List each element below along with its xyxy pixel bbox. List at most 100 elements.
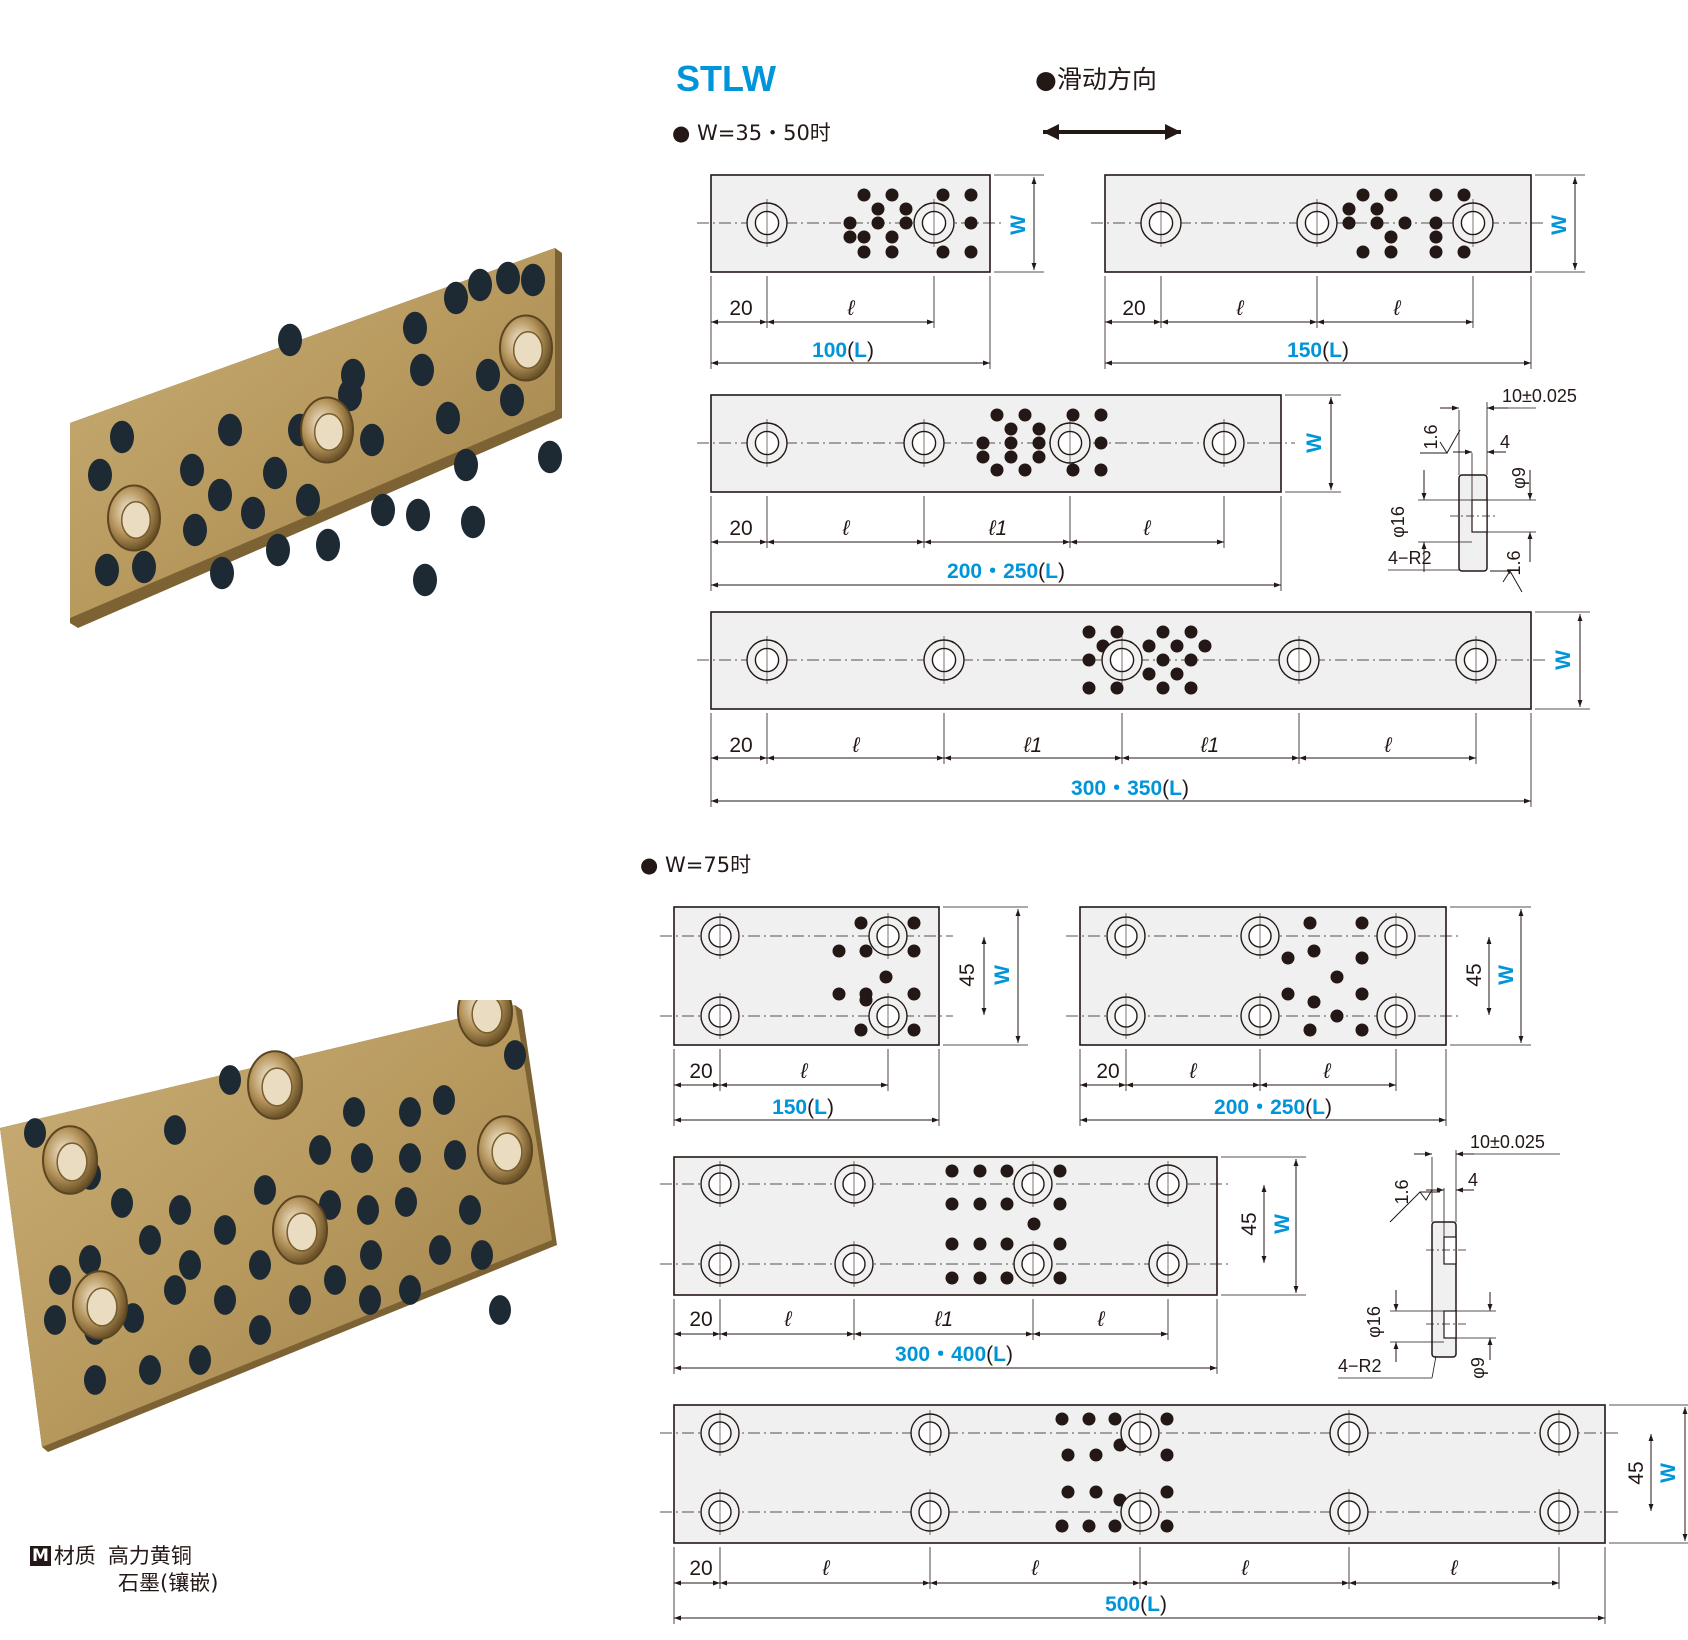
graphite-plug [843, 216, 857, 230]
graphite-plug [964, 188, 978, 202]
plate [1066, 906, 1531, 1126]
graphite-plug [1170, 667, 1184, 681]
graphite-plug [429, 1235, 451, 1265]
graphite-plug [1018, 408, 1032, 422]
mounting-hole-bore [491, 1132, 523, 1172]
graphite-plug [1160, 1448, 1174, 1462]
graphite-plug [179, 1250, 201, 1280]
material-badge: M [30, 1546, 51, 1566]
dim-pitch: ℓ [1323, 1060, 1332, 1083]
graphite-plug [1156, 625, 1170, 639]
graphite-plug [1156, 681, 1170, 695]
dim-edge: 20 [729, 517, 752, 540]
graphite-plug [1004, 422, 1018, 436]
graphite-plug [1160, 1485, 1174, 1499]
section-view-wide: 10±0.025 4 1.6 φ16 φ9 4−R2 [1338, 1132, 1560, 1379]
graphite-plug [289, 1285, 311, 1315]
graphite-plug [1089, 1485, 1103, 1499]
graphite-plug [1053, 1164, 1067, 1178]
graphite-plug [79, 1245, 101, 1275]
graphite-plug [1160, 1519, 1174, 1533]
graphite-plug [249, 1315, 271, 1345]
graphite-plug [1429, 245, 1443, 259]
graphite-plug [180, 453, 204, 487]
graphite-plug [309, 1135, 331, 1165]
graphite-plug [1355, 987, 1369, 1001]
graphite-plug [1000, 1271, 1014, 1285]
graphite-plug [945, 1164, 959, 1178]
graphite-plug [1004, 450, 1018, 464]
dim-pitch: ℓ [1384, 734, 1393, 757]
dim-pitch: ℓ [1450, 1557, 1459, 1580]
dim-pitch: ℓ [1393, 297, 1402, 320]
group2-heading: ● W=75时 [640, 853, 751, 877]
graphite-plug [403, 311, 427, 345]
graphite-plug [399, 1275, 421, 1305]
graphite-plug [1082, 653, 1096, 667]
graphite-plug [399, 1097, 421, 1127]
section-roughness: 1.6 [1421, 424, 1441, 449]
graphite-plug [371, 493, 395, 527]
dim-45: 45 [1625, 1461, 1648, 1484]
graphite-plug [461, 505, 485, 539]
graphite-plug [945, 1271, 959, 1285]
graphite-plug [990, 463, 1004, 477]
graphite-plug [468, 268, 492, 302]
graphite-plug [1082, 681, 1096, 695]
graphite-plug [973, 1237, 987, 1251]
graphite-plug [1184, 653, 1198, 667]
graphite-plug [1108, 1519, 1122, 1533]
graphite-plug [1355, 1023, 1369, 1037]
graphite-plug [976, 450, 990, 464]
graphite-plug [907, 916, 921, 930]
graphite-plug [1000, 1237, 1014, 1251]
mounting-hole-bore [120, 501, 152, 539]
group2-dimensions: 45 W 20 ℓ 150(L) 45 W 20 ℓ ℓ 200・250(L) … [689, 963, 1680, 1616]
graphite-plug [278, 323, 302, 357]
graphite-plug [24, 1118, 46, 1148]
graphite-plug [1342, 216, 1356, 230]
graphite-plug [319, 1190, 341, 1220]
dim-length: 200・250(L) [947, 560, 1065, 583]
graphite-plug [976, 436, 990, 450]
graphite-plug [1004, 436, 1018, 450]
graphite-plug [1184, 681, 1198, 695]
graphite-plug [1355, 916, 1369, 930]
graphite-plug [471, 1240, 493, 1270]
dim-edge: 20 [1122, 297, 1145, 320]
graphite-plug [1384, 245, 1398, 259]
dim-pitch: ℓ [784, 1308, 793, 1331]
section-tolerance: 10±0.025 [1502, 386, 1577, 406]
dim-pitch: ℓ [1143, 517, 1152, 540]
graphite-plug [1281, 987, 1295, 1001]
graphite-plug [1370, 202, 1384, 216]
graphite-plug [324, 1265, 346, 1295]
graphite-plug [210, 556, 234, 590]
graphite-plug [1384, 230, 1398, 244]
group1-heading: ● W=35・50时 [672, 121, 831, 145]
mounting-hole-bore [512, 331, 544, 369]
mounting-hole-bore [286, 1212, 318, 1252]
dim-edge: 20 [689, 1060, 712, 1083]
graphite-plug [296, 483, 320, 517]
dim-length: 300・350(L) [1071, 777, 1189, 800]
dim-w: W [1495, 965, 1518, 985]
mounting-holes [107, 314, 553, 552]
graphite-plug [1110, 625, 1124, 639]
graphite-plug [444, 281, 468, 315]
graphite-plug [1429, 216, 1443, 230]
graphite-plug [1027, 1217, 1041, 1231]
graphite-plug [1053, 1197, 1067, 1211]
dim-edge: 20 [729, 297, 752, 320]
graphite-plug [879, 970, 893, 984]
graphite-plug [857, 230, 871, 244]
graphite-plug [1089, 1448, 1103, 1462]
graphite-plug [183, 513, 207, 547]
graphite-plug [1061, 1485, 1075, 1499]
graphite-plug [936, 245, 950, 259]
graphite-plug [1356, 188, 1370, 202]
mounting-hole-bore [261, 1067, 293, 1107]
graphite-plug [214, 1285, 236, 1315]
